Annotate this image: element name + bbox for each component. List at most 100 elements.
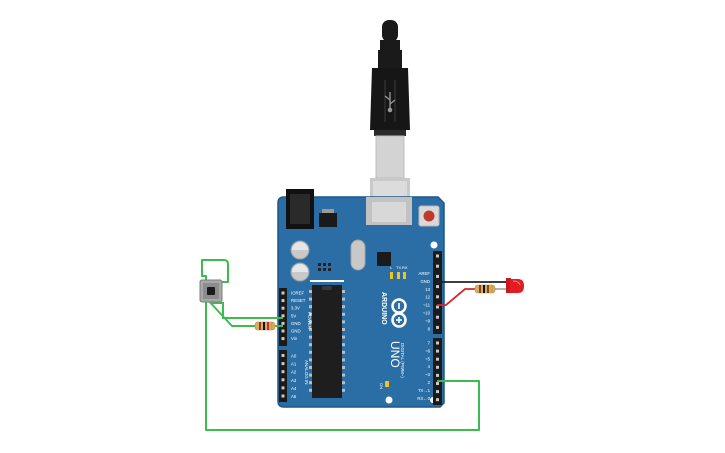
digital-bottom-pin-label-0: 7	[428, 341, 431, 346]
chip-pin	[342, 350, 345, 354]
power-pin-label-2: 3.3V	[291, 306, 300, 311]
chip-pin	[342, 312, 345, 316]
reset-button[interactable]	[418, 205, 440, 227]
power-pin-4[interactable]	[281, 321, 285, 325]
analog-pin-3[interactable]	[281, 378, 285, 382]
power-pin-1[interactable]	[281, 299, 285, 303]
digital-pin-bottom-7[interactable]	[436, 398, 439, 402]
tx-label: TX	[396, 265, 401, 270]
power-pin-6[interactable]	[281, 337, 285, 341]
analog-pin-label-4: A4	[291, 386, 297, 391]
wire-pin11-to-resistor[interactable]	[437, 288, 475, 306]
on-label: ON	[379, 383, 384, 389]
chip-pin	[342, 305, 345, 309]
digital-section-label: DIGITAL (PWM~)	[400, 343, 405, 378]
analog-pin-2[interactable]	[281, 370, 285, 374]
digital-header-top[interactable]	[433, 251, 442, 334]
rx-label: RX	[402, 265, 408, 270]
chip-pin	[309, 350, 312, 354]
chip-pin	[309, 328, 312, 331]
digital-pin-top-4[interactable]	[436, 295, 439, 299]
digital-pin-bottom-4[interactable]	[436, 373, 439, 377]
chip-pin	[342, 381, 345, 385]
power-pin-0[interactable]	[281, 291, 285, 295]
chip-pin	[342, 297, 345, 301]
power-section-label: POWER	[307, 312, 312, 330]
digital-pin-top-3[interactable]	[436, 285, 439, 289]
usb-icon	[384, 92, 396, 113]
chip-pin	[342, 388, 345, 392]
digital-bottom-pin-label-5: 2	[428, 380, 431, 385]
chip-pin	[309, 388, 312, 392]
analog-pin-label-0: A0	[291, 354, 297, 359]
digital-pin-top-0[interactable]	[436, 254, 439, 258]
l-label: L	[390, 265, 393, 270]
analog-pin-4[interactable]	[281, 386, 285, 390]
power-pin-2[interactable]	[281, 306, 285, 310]
digital-pin-bottom-5[interactable]	[436, 382, 439, 385]
analog-header[interactable]	[279, 350, 287, 402]
chip-pin	[309, 290, 312, 293]
power-pin-3[interactable]	[281, 314, 285, 318]
digital-top-pin-label-5: ~10	[423, 311, 431, 316]
digital-pin-bottom-3[interactable]	[436, 365, 439, 369]
analog-pin-label-5: A5	[291, 394, 297, 399]
l-led	[390, 272, 393, 279]
chip-pin	[342, 328, 345, 331]
wire-button-to-5v[interactable]	[212, 288, 283, 319]
red-led[interactable]	[506, 278, 524, 293]
analog-pin-label-3: A3	[291, 378, 297, 383]
wire-button-to-resistor[interactable]	[201, 259, 255, 327]
resistor-led[interactable]	[474, 284, 496, 294]
analog-pin-1[interactable]	[281, 362, 285, 366]
power-pin-label-3: 5V	[291, 313, 296, 318]
arduino-logo	[391, 298, 407, 328]
usb-cable[interactable]	[370, 20, 410, 216]
digital-bottom-pin-label-1: ~6	[425, 348, 431, 353]
chip-pin	[309, 373, 312, 377]
analog-pin-5[interactable]	[281, 394, 285, 398]
analog-section-label: ANALOG IN	[304, 360, 309, 385]
wire-button-to-pin2[interactable]	[205, 298, 480, 431]
chip-pin	[309, 312, 312, 316]
power-pin-label-5: GND	[291, 329, 301, 334]
digital-bottom-pin-label-4: ~3	[425, 372, 431, 377]
digital-pin-bottom-0[interactable]	[436, 341, 439, 345]
chip-pin	[309, 297, 312, 301]
dc-power-jack	[286, 189, 314, 229]
digital-top-pin-label-2: 13	[425, 287, 430, 292]
power-pin-label-4: GND	[291, 321, 301, 326]
digital-pin-bottom-1[interactable]	[436, 349, 439, 353]
digital-bottom-pin-label-6: TX→1	[418, 388, 431, 393]
mounting-hole	[385, 396, 393, 404]
rx-led	[403, 272, 406, 279]
power-pin-label-1: RESET	[291, 298, 306, 303]
digital-top-pin-label-0: AREF	[419, 271, 431, 276]
digital-pin-bottom-2[interactable]	[436, 357, 439, 361]
power-pin-5[interactable]	[281, 329, 285, 333]
digital-pin-top-2[interactable]	[436, 274, 439, 278]
digital-pin-top-7[interactable]	[436, 325, 439, 329]
push-button[interactable]	[199, 279, 223, 303]
digital-top-pin-label-1: GND	[420, 279, 430, 284]
power-led	[385, 381, 389, 387]
chip-pin	[309, 305, 312, 309]
chip-pin	[309, 366, 312, 369]
resistor-pulldown[interactable]	[254, 321, 276, 331]
digital-top-pin-label-3: 12	[425, 295, 430, 300]
digital-pin-top-6[interactable]	[436, 315, 439, 319]
chip-pin	[342, 320, 345, 324]
analog-pin-0[interactable]	[281, 354, 285, 357]
digital-header-bottom[interactable]	[433, 338, 442, 405]
digital-pin-bottom-6[interactable]	[436, 390, 439, 394]
chip-pin	[309, 381, 312, 385]
digital-pin-top-1[interactable]	[436, 264, 439, 268]
chip-pin	[309, 358, 312, 362]
digital-top-pin-label-4: ~11	[423, 303, 431, 308]
capacitor	[290, 240, 310, 260]
digital-pin-top-5[interactable]	[436, 305, 439, 309]
